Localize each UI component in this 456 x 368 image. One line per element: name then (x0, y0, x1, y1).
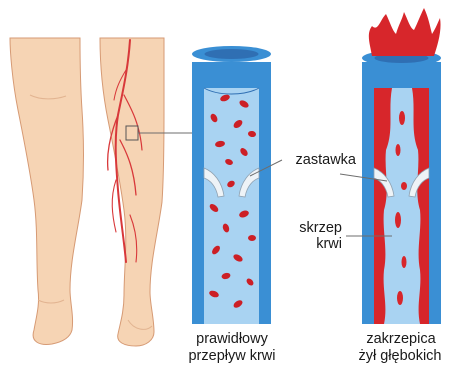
clotted-vein-cross-section (362, 8, 441, 324)
valve-label: zastawka (270, 152, 356, 168)
left-leg (10, 38, 84, 344)
clot-label-line2: krwi (286, 236, 342, 252)
dvt-caption-line1: zakrzepica (348, 331, 454, 347)
normal-vein-cross-section (192, 46, 271, 324)
normal-flow-caption-line2: przepływ krwi (170, 348, 294, 364)
legs-illustration (10, 38, 192, 346)
right-leg (100, 38, 164, 346)
normal-flow-caption-line1: prawidłowy (176, 331, 288, 347)
dvt-caption-line2: żył głębokich (344, 348, 456, 364)
clot-top-mass (369, 8, 441, 56)
clot-label-line1: skrzep (286, 220, 342, 236)
